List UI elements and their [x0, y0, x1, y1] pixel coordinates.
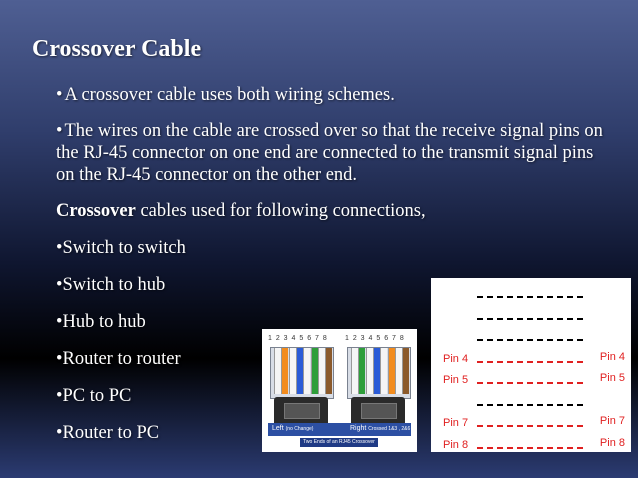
right-sub: Crossed 1&3 , 2&6 [368, 426, 411, 432]
pin-right-label: Pin 5 [599, 372, 625, 384]
wire [380, 348, 388, 394]
wire [288, 348, 296, 394]
pin-right-label: Pin 7 [599, 415, 625, 427]
left-sub: (no Change) [285, 426, 314, 432]
pin-left-label: Pin 2 [443, 309, 469, 322]
slide-title: Crossover Cable [32, 36, 202, 62]
bullet-text: The wires on the cable are crossed over … [56, 121, 603, 185]
connector-left: 1 2 3 4 5 6 7 8 [268, 335, 334, 430]
connection-text: Hub to hub [62, 312, 146, 332]
pin-row: Pin 3 Pin 1 [431, 327, 631, 347]
pin-row: Pin 6 Pin 2 [431, 392, 631, 412]
wire [372, 348, 380, 394]
connection-item: •Switch to hub [56, 274, 616, 296]
pin-right-label: Pin 8 [599, 436, 625, 449]
pin-wire-line [477, 296, 583, 298]
connection-item: •Router to router [56, 348, 616, 370]
wire [394, 348, 402, 394]
wire [365, 348, 373, 394]
bullet-dot: • [56, 121, 63, 141]
uses-intro: Crossover cables used for following conn… [56, 200, 616, 222]
bullet-dot: • [56, 423, 63, 443]
photo-bottom-caption: Two Ends of an RJ45 Crossover Cable [300, 438, 378, 452]
right-caption: Right [350, 425, 367, 432]
pin-left-label: Pin 6 [443, 395, 469, 408]
connector-body [347, 347, 411, 399]
connector-boot [351, 397, 405, 427]
pin-row: Pin 4 Pin 4 [431, 349, 631, 369]
pin-left-label: Pin 8 [443, 438, 469, 451]
pin-right-label: Pin 2 [599, 393, 625, 406]
wire [402, 348, 410, 394]
connection-text: Switch to hub [62, 275, 166, 295]
pin-wire-line [477, 339, 583, 341]
pin-left-label: Pin 7 [443, 417, 469, 429]
wire [310, 348, 318, 394]
bullet-1: •A crossover cable uses both wiring sche… [56, 84, 616, 106]
bullet-dot: • [56, 238, 63, 258]
content: •A crossover cable uses both wiring sche… [56, 84, 616, 459]
photo-caption: Left (no Change) Right Crossed 1&3 , 2&6 [268, 423, 411, 436]
connector-right: 1 2 3 4 5 6 7 8 [345, 335, 411, 430]
uses-intro-rest: cables used for following connections, [135, 201, 426, 221]
bullet-dot: • [56, 312, 63, 332]
pin-right-label: Pin 3 [599, 286, 625, 298]
connection-item: •Hub to hub [56, 311, 616, 333]
bullet-dot: • [56, 85, 63, 105]
pin-left-label: Pin 4 [443, 352, 469, 365]
pin-right-label: Pin 1 [599, 329, 625, 341]
pin-left-label: Pin 3 [443, 331, 469, 343]
pin-left-label: Pin 1 [443, 288, 469, 300]
pin-row: Pin 7 Pin 7 [431, 413, 631, 433]
bullet-2: •The wires on the cable are crossed over… [56, 120, 616, 186]
connection-text: Router to PC [62, 423, 160, 443]
wire [295, 348, 303, 394]
pin-wire-line [477, 446, 583, 449]
wire [325, 348, 333, 394]
wire [281, 348, 289, 394]
pin-row: Pin 2 Pin 6 [431, 306, 631, 326]
pin-wire-line [477, 425, 583, 427]
connection-item: •Switch to switch [56, 237, 616, 259]
connection-item: •Router to PC [56, 422, 616, 444]
bullet-dot: • [56, 349, 63, 369]
pin-wire-line [477, 360, 583, 363]
pin-row: Pin 1 Pin 3 [431, 284, 631, 304]
wire [317, 348, 325, 394]
uses-intro-bold: Crossover [56, 201, 136, 221]
wire [387, 348, 395, 394]
connection-item: •PC to PC [56, 385, 616, 407]
rj45-connector-photo: 1 2 3 4 5 6 7 8 1 2 3 4 5 6 7 8 Left (no… [262, 329, 417, 452]
connection-text: Router to router [62, 349, 181, 369]
wire [303, 348, 311, 394]
connection-list: •Switch to switch•Switch to hub•Hub to h… [56, 237, 616, 444]
connection-text: PC to PC [62, 386, 132, 406]
wire [351, 348, 358, 394]
bullet-text: A crossover cable uses both wiring schem… [64, 85, 395, 105]
pin-right-label: Pin 4 [599, 350, 625, 363]
bullet-dot: • [56, 386, 63, 406]
wire [358, 348, 366, 394]
pin-wire-line [477, 382, 583, 384]
connector-boot [274, 397, 328, 427]
connection-text: Switch to switch [62, 238, 186, 258]
bullet-dot: • [56, 275, 63, 295]
pin-numbers: 1 2 3 4 5 6 7 8 [268, 335, 328, 342]
pin-row: Pin 5 Pin 5 [431, 370, 631, 390]
pin-wire-line [477, 403, 583, 406]
pin-right-label: Pin 6 [599, 307, 625, 320]
pin-left-label: Pin 5 [443, 374, 469, 386]
wire [274, 348, 281, 394]
connector-body [270, 347, 334, 399]
pin-numbers: 1 2 3 4 5 6 7 8 [345, 335, 405, 342]
pin-wire-line [477, 317, 583, 320]
left-caption: Left [272, 425, 284, 432]
pin-row: Pin 8 Pin 8 [431, 435, 631, 455]
